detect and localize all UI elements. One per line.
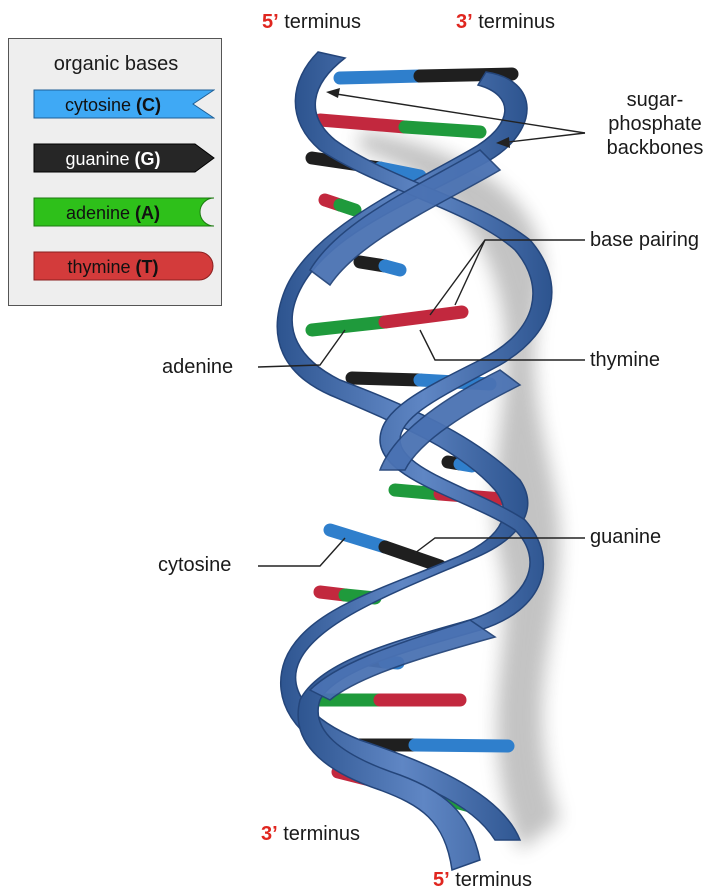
base-pair-2-left <box>320 120 405 127</box>
backbones-line-1: sugar- <box>600 88 710 112</box>
backbones-line-3: backbones <box>600 136 710 160</box>
legend-cytosine-letter: C <box>142 95 155 115</box>
prime-bottom-right: 5’ <box>433 869 450 891</box>
base-pair-1-left <box>340 76 420 78</box>
base-pair-5-right <box>385 266 400 270</box>
thymine-callout: thymine <box>590 350 660 370</box>
base-pair-2-right <box>405 127 480 132</box>
legend-cytosine-name: cytosine <box>65 95 131 115</box>
terminus-text-top-left: terminus <box>284 11 361 33</box>
arrowhead-left <box>326 88 340 98</box>
terminus-label-bottom-right: 5’ terminus <box>433 870 532 890</box>
legend-title: organic bases <box>9 53 223 76</box>
adenine-callout: adenine <box>162 357 233 377</box>
legend-box: organic bases cytosine (C) guanine (G) a… <box>8 38 222 306</box>
legend-guanine-letter: G <box>141 149 155 169</box>
base-pair-15-right <box>415 745 508 746</box>
terminus-text-top-right: terminus <box>478 11 555 33</box>
legend-key-thymine: thymine (T) <box>33 251 215 281</box>
legend-key-cytosine: cytosine (C) <box>33 89 215 119</box>
base-pairing-callout: base pairing <box>590 230 699 250</box>
base-pair-6-left <box>312 322 385 330</box>
prime-top-left: 5’ <box>262 11 279 33</box>
legend-key-guanine: guanine (G) <box>33 143 215 173</box>
cytosine-callout: cytosine <box>158 555 231 575</box>
prime-bottom-left: 3’ <box>261 823 278 845</box>
base-pair-4-right <box>340 205 355 210</box>
terminus-text-bottom-left: terminus <box>283 823 360 845</box>
base-pair-11-right <box>385 547 440 566</box>
base-pairing-leader-2 <box>455 240 485 305</box>
prime-top-right: 3’ <box>456 11 473 33</box>
legend-adenine-letter: A <box>141 203 154 223</box>
terminus-label-top-right: 3’ terminus <box>456 12 555 32</box>
legend-guanine-name: guanine <box>65 149 129 169</box>
terminus-label-bottom-left: 3’ terminus <box>261 824 360 844</box>
terminus-label-top-left: 5’ terminus <box>262 12 361 32</box>
legend-key-adenine: adenine (A) <box>33 197 215 227</box>
legend-adenine-name: adenine <box>66 203 130 223</box>
base-pair-6-right <box>385 312 462 322</box>
guanine-callout: guanine <box>590 527 661 547</box>
front-crossing-segment-lower <box>310 620 495 700</box>
base-pair-7-left <box>352 378 420 380</box>
backbones-callout: sugar- phosphate backbones <box>600 88 710 160</box>
terminus-text-bottom-right: terminus <box>455 869 532 891</box>
cytosine-leader <box>258 538 345 566</box>
legend-thymine-name: thymine <box>67 257 130 277</box>
base-pair-11-left <box>330 530 385 547</box>
backbones-line-2: phosphate <box>600 112 710 136</box>
legend-thymine-letter: T <box>142 257 153 277</box>
